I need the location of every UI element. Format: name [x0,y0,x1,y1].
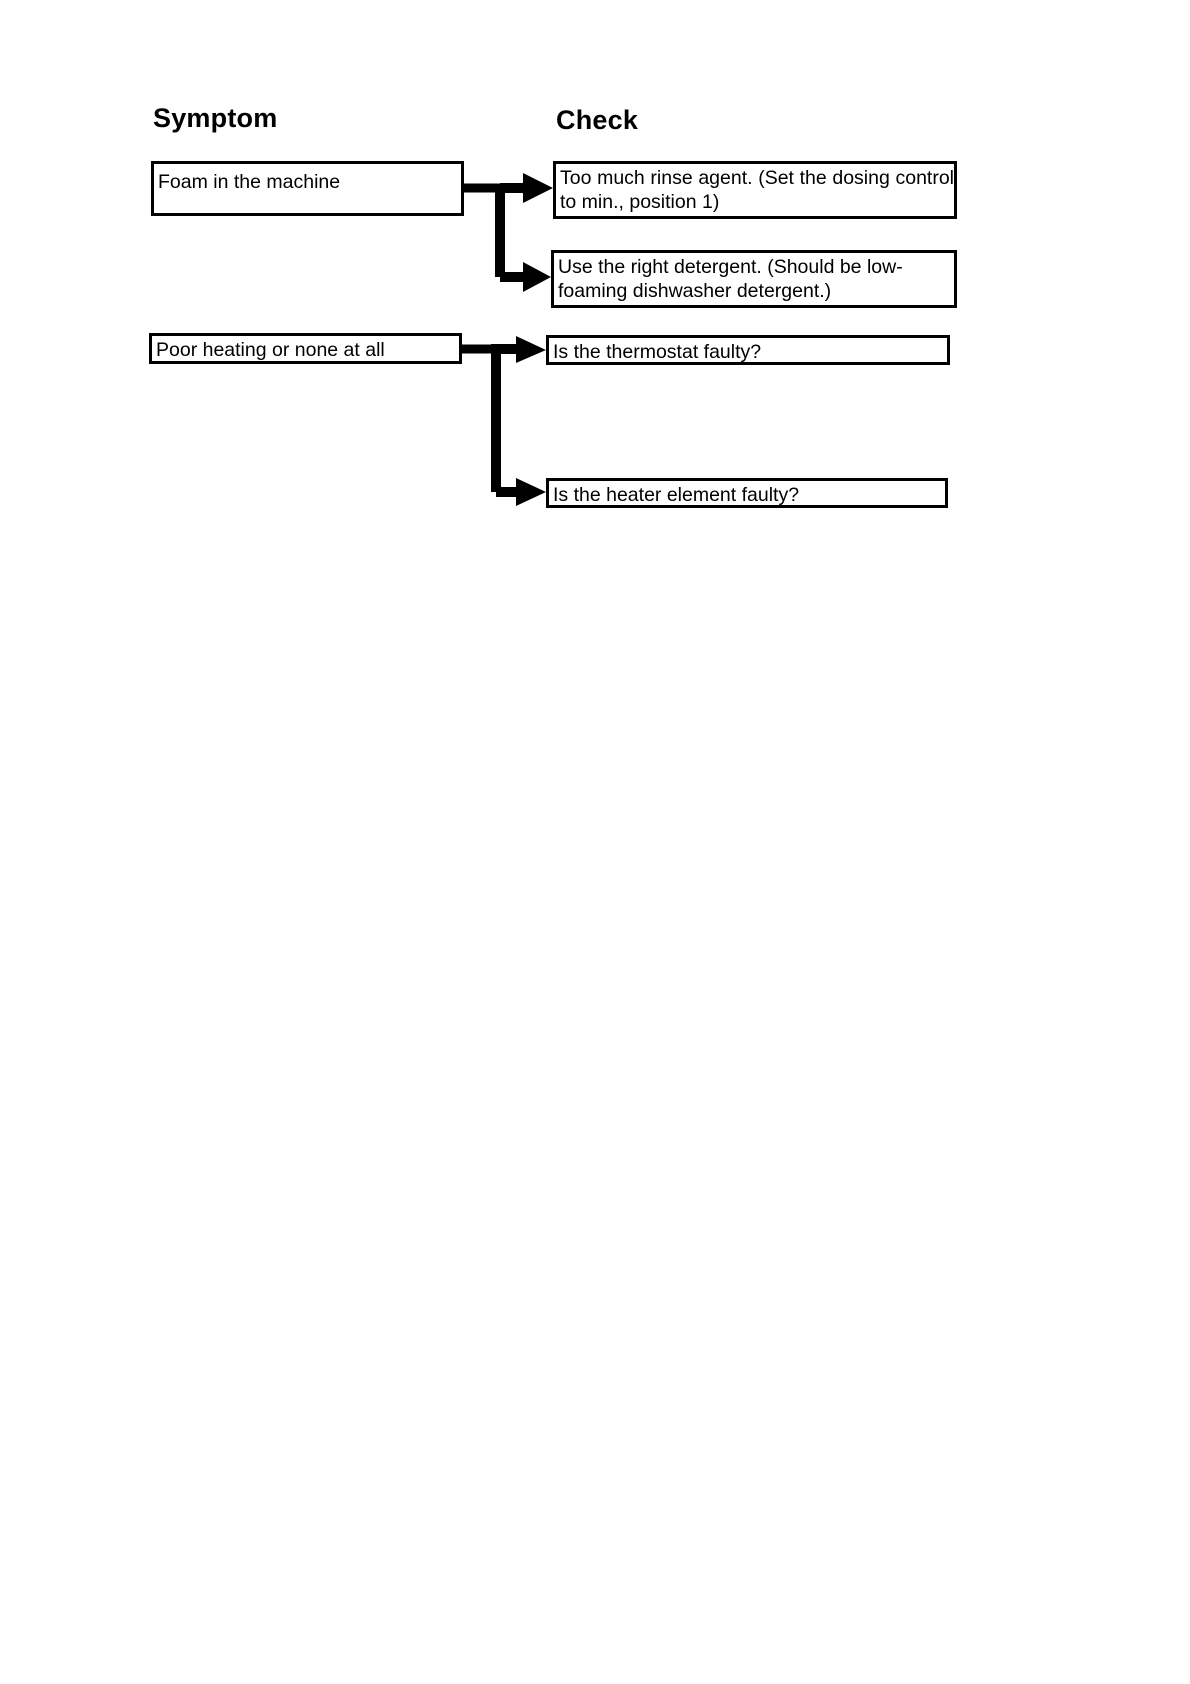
check-box-heater-element[interactable]: Is the heater element faulty? [546,478,948,508]
symptom-box-poor-heating-text: Poor heating or none at all [156,339,385,361]
column-heading-check: Check [556,105,639,135]
check-box-thermostat[interactable]: Is the thermostat faulty? [546,335,950,365]
symptom-box-foam-text: Foam in the machine [158,171,341,193]
check-box-detergent-text: Use the right detergent. (Should be low-… [558,256,903,302]
column-heading-symptom: Symptom [153,103,278,133]
check-box-thermostat-text: Is the thermostat faulty? [553,341,762,363]
symptom-box-foam[interactable]: Foam in the machine [151,161,464,216]
check-box-rinse-agent[interactable]: Too much rinse agent. (Set the dosing co… [553,161,957,219]
symptom-box-poor-heating[interactable]: Poor heating or none at all [149,333,462,364]
check-box-rinse-agent-text: Too much rinse agent. (Set the dosing co… [560,167,954,213]
check-box-heater-element-text: Is the heater element faulty? [553,484,800,506]
check-box-detergent[interactable]: Use the right detergent. (Should be low-… [551,250,957,308]
